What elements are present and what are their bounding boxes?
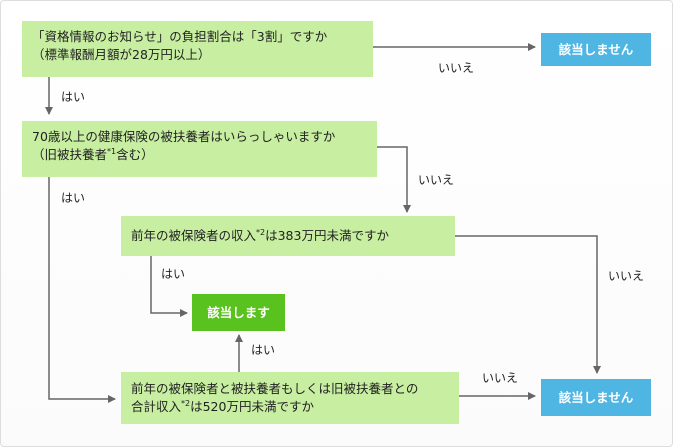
edge-label-q1-yes: はい	[61, 90, 86, 104]
result-applicable: 該当します	[192, 294, 285, 331]
question-q1: 「資格情報のお知らせ」の負担割合は「3割」ですか （標準報酬月額が28万円以上）	[22, 21, 373, 77]
edge-q2-no	[377, 146, 411, 213]
question-q1-line1: 「資格情報のお知らせ」の負担割合は「3割」ですか	[32, 29, 328, 44]
result-not-applicable-bottom: 該当しません	[541, 379, 651, 416]
question-q4-line1: 前年の被保険者と被扶養者もしくは旧被扶養者との	[131, 381, 419, 396]
question-q2: 70歳以上の健康保険の被扶養者はいらっしゃいますか （旧被扶養者*1含む）	[22, 121, 377, 177]
edge-label-q1-no: いいえ	[438, 61, 475, 75]
edge-label-q4-yes: はい	[251, 343, 276, 357]
edge-label-q2-no: いいえ	[418, 173, 455, 187]
edge-label-q4-no: いいえ	[482, 371, 519, 385]
question-q4-line2: 合計収入*2は520万円未満ですか	[131, 399, 314, 414]
question-q2-line1: 70歳以上の健康保険の被扶養者はいらっしゃいますか	[32, 129, 336, 144]
edge-q3-yes	[150, 256, 188, 317]
question-q3: 前年の被保険者の収入*2は383万円未満ですか	[121, 216, 455, 256]
edge-q2-yes	[48, 177, 116, 403]
question-q2-line2: （旧被扶養者*1含む）	[32, 147, 154, 162]
edge-label-q3-no: いいえ	[608, 269, 645, 283]
result-not-applicable-top-label: 該当しません	[558, 42, 634, 57]
edge-q3-no	[455, 235, 601, 374]
result-not-applicable-bottom-label: 該当しません	[558, 390, 634, 405]
edge-label-q2-yes: はい	[61, 191, 86, 205]
edge-label-q3-yes: はい	[161, 267, 186, 281]
result-applicable-label: 該当します	[207, 305, 270, 320]
question-q4: 前年の被保険者と被扶養者もしくは旧被扶養者との 合計収入*2は520万円未満です…	[121, 372, 459, 424]
question-q3-text: 前年の被保険者の収入*2は383万円未満ですか	[131, 228, 389, 243]
result-not-applicable-top: 該当しません	[541, 33, 651, 66]
question-q1-line2: （標準報酬月額が28万円以上）	[32, 47, 211, 62]
